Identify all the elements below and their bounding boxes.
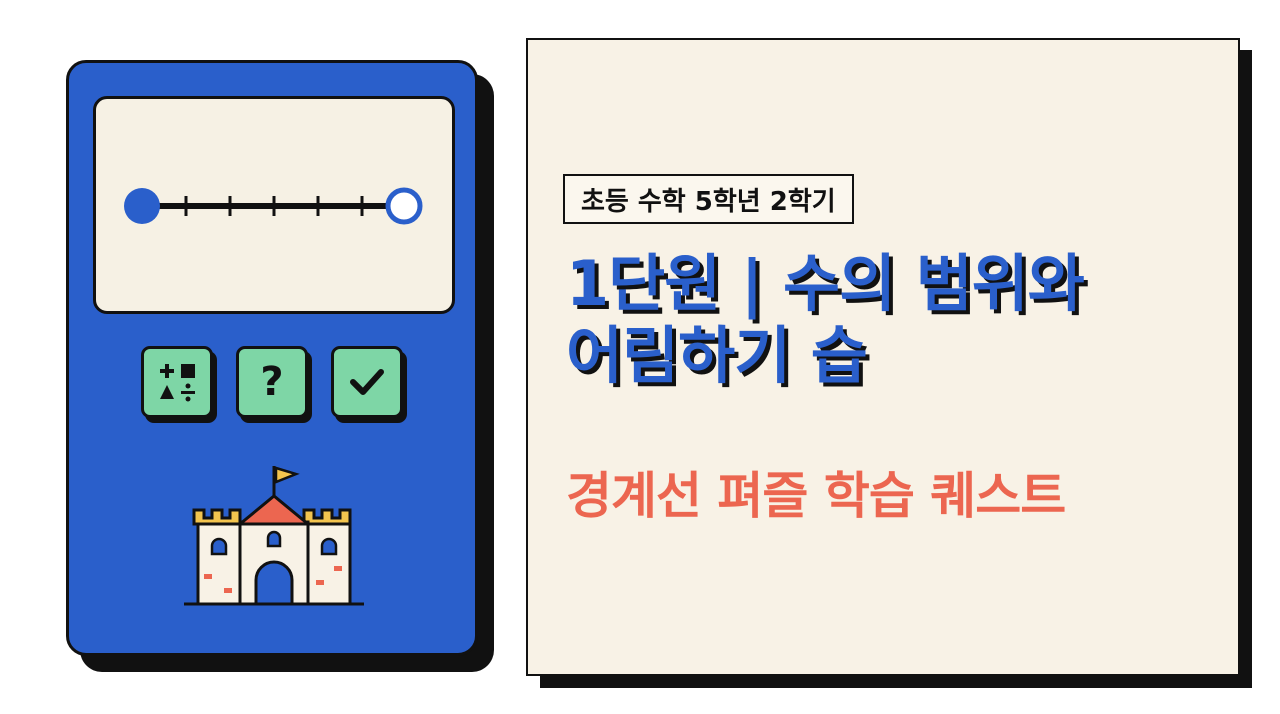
title-card: [526, 38, 1240, 676]
grade-badge: 초등 수학 5학년 2학기: [563, 174, 854, 224]
open-circle-marker: [385, 187, 423, 225]
castle-icon: [184, 466, 364, 606]
help-button[interactable]: ?: [236, 346, 308, 418]
page-subtitle: 경계선 펴즐 학습 퀘스트: [566, 467, 1066, 525]
number-line-icon: [124, 187, 423, 225]
check-button-wrap[interactable]: [331, 346, 407, 423]
check-button[interactable]: [331, 346, 403, 418]
operations-button-wrap[interactable]: [141, 346, 217, 423]
title-line-2: 어림하기 습: [566, 319, 868, 392]
check-icon: [350, 369, 384, 395]
math-operations-icon: [160, 364, 195, 402]
help-button-wrap[interactable]: ?: [236, 346, 312, 423]
filled-circle-marker: [124, 188, 160, 224]
title-line-1: 1단원 | 수의 범위와: [566, 247, 1085, 320]
operations-button[interactable]: [141, 346, 213, 418]
question-mark-icon: ?: [260, 359, 284, 405]
page-title: 1단원 | 수의 범위와 어림하기 습: [566, 247, 1085, 392]
